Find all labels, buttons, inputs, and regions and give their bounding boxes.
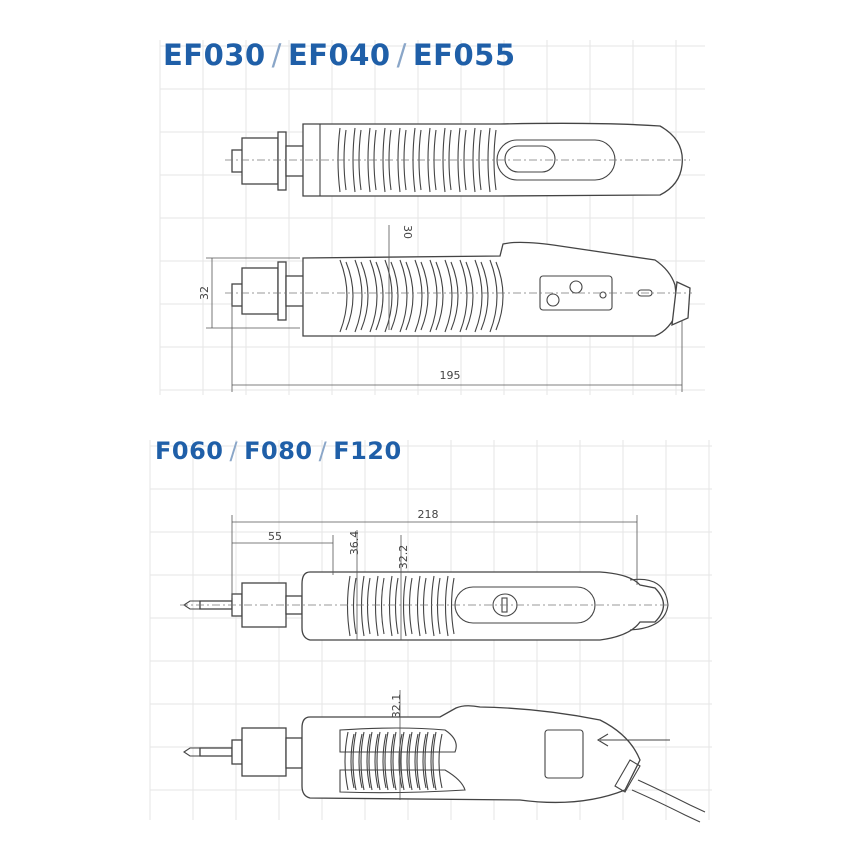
grip-rib: [402, 575, 407, 637]
grip-rib: [435, 261, 444, 331]
grip-rib: [429, 259, 438, 333]
grip-rib: [495, 261, 504, 331]
grip-rib: [438, 733, 443, 789]
grip-rib: [430, 733, 435, 789]
grip-rib: [408, 731, 413, 791]
grip-rib: [398, 733, 403, 789]
dim-f-length: 218: [418, 508, 439, 521]
grip-rib: [422, 577, 427, 635]
ef-tool-side-view: [225, 241, 692, 337]
grip-rib: [380, 577, 385, 635]
grip-rib: [344, 731, 349, 791]
grip-rib: [406, 733, 411, 789]
grip-rib: [366, 733, 371, 789]
grip-rib: [478, 129, 482, 191]
grip-rib: [382, 733, 387, 789]
section-title-ef: EF030/EF040/EF055: [163, 38, 516, 72]
dim-ef-length: 195: [440, 369, 461, 382]
grip-rib: [416, 731, 421, 791]
grip-rib: [430, 575, 435, 637]
section-title-f: F060/F080/F120: [155, 437, 402, 465]
dim-f-grip-side: 32.1: [390, 694, 403, 719]
grip-rib: [367, 127, 371, 193]
grip-rib: [360, 575, 365, 637]
grip-rib: [420, 261, 429, 331]
separator: /: [229, 437, 239, 465]
model-f080: F080: [244, 437, 313, 465]
grip-rib: [450, 577, 455, 635]
f-tool-top-view: [180, 571, 670, 641]
grip-rib: [384, 731, 389, 791]
model-f060: F060: [155, 437, 224, 465]
grip-rib: [374, 733, 379, 789]
ef-dimensions: 32 195 30: [198, 225, 683, 392]
grip-rib: [463, 129, 467, 191]
f-tool-side-view: [183, 705, 706, 823]
grip-rib: [350, 733, 355, 789]
f-dimensions: 218 55 36.4 32.2 32.1: [231, 508, 638, 800]
grip-rib: [390, 733, 395, 789]
grip-rib: [369, 259, 378, 333]
grip-rib: [480, 261, 489, 331]
grip-rib: [345, 261, 354, 331]
grip-rib: [442, 127, 446, 193]
grip-rib: [366, 577, 371, 635]
grip-rib: [358, 733, 363, 789]
grip-rib: [339, 259, 348, 333]
model-ef055: EF055: [412, 38, 516, 72]
grip-rib: [352, 577, 357, 635]
grip-rib: [424, 731, 429, 791]
grip-rib: [397, 127, 401, 193]
dim-ef-height: 32: [198, 286, 211, 300]
grip-rib: [414, 259, 423, 333]
grip-rib: [382, 127, 386, 193]
grip-rib: [432, 731, 437, 791]
dim-f-grip-mid: 32.2: [397, 545, 410, 570]
grip-rib: [489, 259, 498, 333]
dim-f-grip-front: 36.4: [348, 531, 361, 556]
grip-rib: [384, 259, 393, 333]
grip-rib: [392, 731, 397, 791]
grip-rib: [416, 575, 421, 637]
model-ef030: EF030: [163, 38, 266, 72]
dim-f-front: 55: [268, 530, 282, 543]
grip-rib: [352, 731, 357, 791]
separator: /: [396, 38, 407, 72]
grip-rib: [346, 575, 351, 637]
grip-rib: [374, 575, 379, 637]
grip-rib: [465, 261, 474, 331]
grip-rib: [408, 577, 413, 635]
grip-rib: [459, 259, 468, 333]
grip-rib: [399, 259, 408, 333]
grip-rib: [376, 731, 381, 791]
grip-rib: [472, 127, 476, 193]
grip-rib: [457, 127, 461, 193]
grip-rib: [444, 259, 453, 333]
grip-rib: [444, 575, 449, 637]
grip-rib: [388, 575, 393, 637]
dim-ef-grip: 30: [401, 225, 414, 239]
grip-rib: [394, 577, 399, 635]
grip-rib: [422, 733, 427, 789]
grip-rib: [400, 731, 405, 791]
grip-rib: [375, 261, 384, 331]
grip-rib: [450, 261, 459, 331]
grip-rib: [436, 577, 441, 635]
model-ef040: EF040: [287, 38, 391, 72]
grip-rib: [414, 733, 419, 789]
separator: /: [271, 38, 282, 72]
separator: /: [318, 437, 328, 465]
grip-rib: [354, 259, 363, 333]
model-f120: F120: [333, 437, 402, 465]
grip-rib: [390, 261, 399, 331]
grip-rib: [474, 259, 483, 333]
grip-rib: [360, 261, 369, 331]
grip-rib: [405, 261, 414, 331]
grip-rib: [368, 731, 373, 791]
grip-rib: [360, 731, 365, 791]
ef-tool-top-view: [225, 122, 690, 197]
